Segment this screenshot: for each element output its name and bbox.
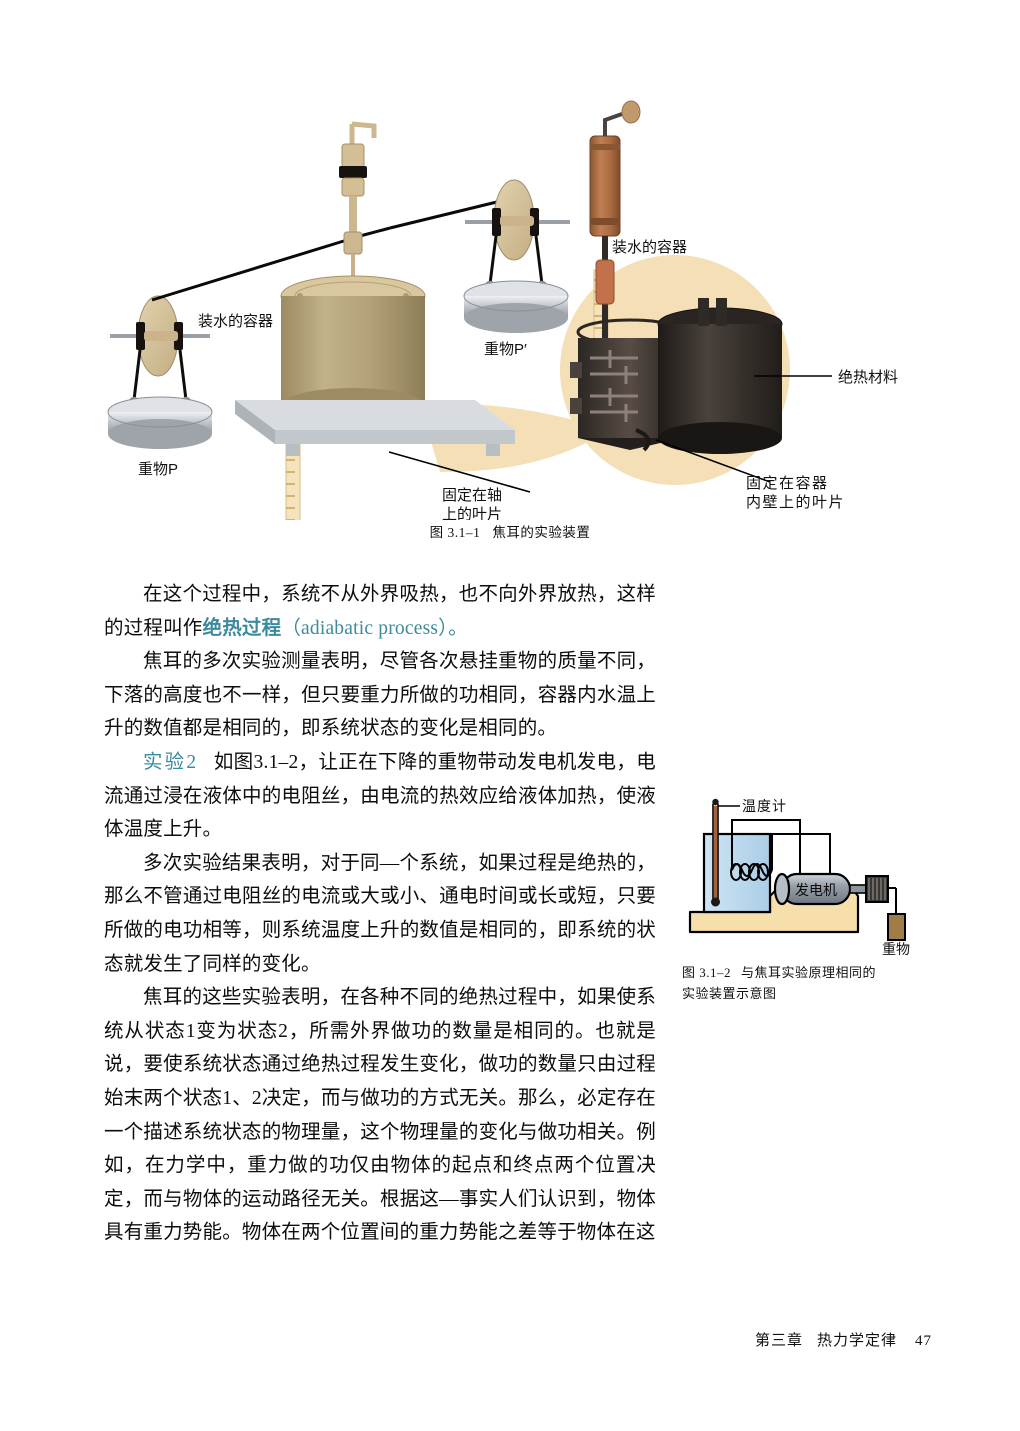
paragraph-5: 焦耳的这些实验表明，在各种不同的绝热过程中，如果使系统从状态1变为状态2，所需外… [104, 987, 656, 1244]
paragraph-3-text: 如图3.1–2，让正在下降的重物带动发电机发电，电流通过浸在液体中的电阻丝，由电… [104, 751, 656, 841]
pulley-right-assembly [463, 179, 570, 333]
figure2-caption-line1: 与焦耳实验原理相同的 [741, 965, 877, 980]
cutaway-detail [570, 100, 783, 454]
label-thermometer: 温度计 [742, 798, 787, 814]
figure2-caption-number: 图 3.1–2 [682, 965, 732, 980]
term-adiabatic-process-english: （adiabatic process）。 [281, 617, 468, 639]
footer-chapter: 第三章 [754, 1333, 803, 1349]
figure2-caption: 图 3.1–2 与焦耳实验原理相同的 实验装置示意图 [682, 962, 932, 1004]
page-number: 47 [915, 1333, 932, 1349]
article-body: 在这个过程中，系统不从外界吸热，也不向外界放热，这样的过程叫作绝热过程（adia… [104, 578, 656, 1250]
figure1-caption-text: 焦耳的实验装置 [492, 525, 591, 540]
paragraph-1-lead: 在这个过程中，系统不从外界吸热，也不向外界放热，这样的过程叫作 [104, 584, 656, 639]
callout-leader-lines [388, 375, 832, 493]
label-weight-p-prime: 重物P′ [484, 341, 527, 358]
circuit-wires [731, 819, 831, 876]
weight-spool [865, 875, 906, 941]
experiment-2-tag: 实验2 [143, 751, 199, 773]
figure2-labels: 温度计 发电机 重物 [718, 798, 910, 957]
page-footer: 第三章热力学定律 47 [0, 1329, 1020, 1350]
label-insulating-material: 绝热材料 [838, 369, 898, 386]
figure1-caption-number: 图 3.1–1 [429, 525, 481, 540]
term-adiabatic-process: 绝热过程 [202, 617, 282, 639]
label-blades-on-shaft: 固定在轴 上的叶片 [442, 487, 506, 520]
calorimeter-assembly [235, 121, 515, 456]
paragraph-1: 在这个过程中，系统不从外界吸热，也不向外界放热，这样的过程叫作绝热过程（adia… [104, 578, 656, 645]
footer-chapter-title: 热力学定律 [816, 1333, 897, 1349]
label-blades-on-wall: 固定在容器 内壁上的叶片 [746, 475, 845, 511]
paragraph-4: 多次实验结果表明，对于同—个系统，如果过程是绝热的，那么不管通过电阻丝的电流或大… [104, 852, 656, 975]
thermometer [711, 798, 720, 907]
figure1-caption: 图 3.1–1 焦耳的实验装置 [0, 521, 1020, 541]
generator [773, 872, 867, 906]
figure-joule-apparatus-drawing: 重物P [107, 100, 898, 520]
figure-joule-apparatus: 重物P [90, 100, 930, 520]
pulley-left-assembly [107, 295, 213, 449]
label-water-container-left: 装水的容器 [198, 313, 273, 330]
cord [151, 198, 506, 302]
label-weight: 重物 [882, 941, 910, 956]
figure-generator-apparatus: 温度计 发电机 重物 [682, 784, 932, 957]
figure-generator-apparatus-drawing: 温度计 发电机 重物 [688, 798, 910, 957]
paragraph-2: 焦耳的多次实验测量表明，尽管各次悬挂重物的质量不同，下落的高度也不一样，但只要重… [104, 651, 656, 740]
figure2-caption-line2: 实验装置示意图 [682, 986, 777, 1001]
label-generator: 发电机 [795, 882, 837, 898]
paragraph-3: 实验2 如图3.1–2，让正在下降的重物带动发电机发电，电流通过浸在液体中的电阻… [104, 746, 656, 847]
label-water-container-right: 装水的容器 [612, 239, 687, 256]
label-weight-p: 重物P [138, 461, 178, 478]
